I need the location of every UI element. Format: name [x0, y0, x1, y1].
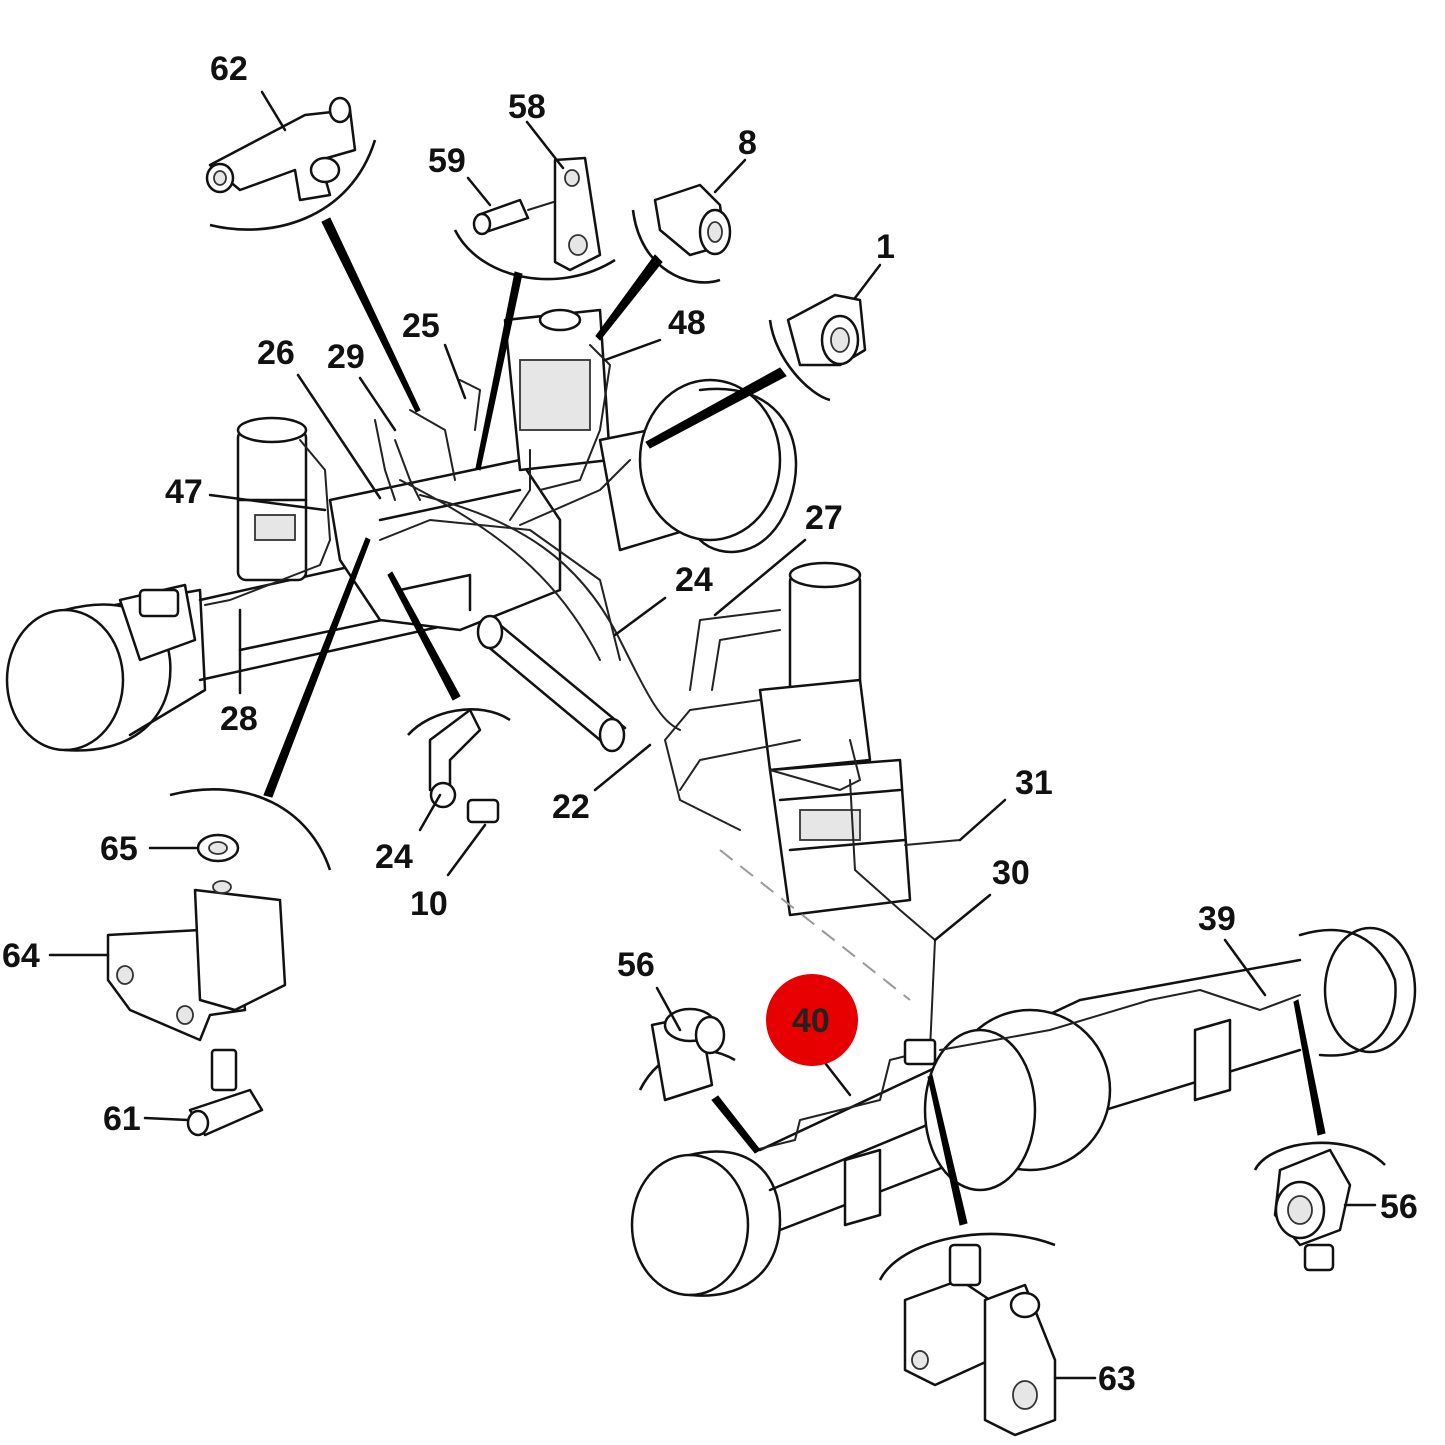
pump-valve-assembly — [664, 561, 961, 1051]
front-axle-assembly — [5, 308, 798, 753]
label-28: 28 — [220, 700, 258, 738]
rear-axle-assembly — [630, 926, 1417, 1297]
label-31: 31 — [1015, 764, 1053, 802]
label-48: 48 — [668, 304, 706, 342]
pointer-wedges — [263, 217, 1326, 1226]
label-61: 61 — [103, 1100, 141, 1138]
label-30: 30 — [992, 854, 1030, 892]
elbow-fitting-24-icon — [428, 708, 500, 824]
label-29: 29 — [327, 338, 365, 376]
highlight-marker — [766, 974, 858, 1066]
label-1: 1 — [876, 228, 895, 266]
label-40: 40 — [792, 1002, 830, 1040]
pin-59-icon — [472, 198, 561, 236]
label-22: 22 — [552, 788, 590, 826]
front-hose-routing — [204, 344, 681, 731]
label-39: 39 — [1198, 900, 1236, 938]
tee-61-icon — [186, 1048, 264, 1137]
label-27: 27 — [805, 499, 843, 537]
bracket-64-icon — [106, 880, 287, 1042]
plate-58-icon — [553, 156, 602, 272]
label-63: 63 — [1098, 1360, 1136, 1398]
label-58: 58 — [508, 88, 546, 126]
detail-bubbles — [169, 139, 1386, 1281]
block-bracket-63-icon — [903, 1243, 1057, 1437]
nut-65-icon — [196, 833, 240, 863]
label-56-left: 56 — [617, 946, 655, 984]
label-64: 64 — [2, 937, 40, 975]
leader-lines — [48, 90, 1377, 1380]
elbow-56-right-icon — [1273, 1148, 1352, 1272]
label-8: 8 — [738, 124, 757, 162]
label-65: 65 — [100, 830, 138, 868]
switch-56-left-icon — [650, 1007, 726, 1102]
label-56-right: 56 — [1380, 1188, 1418, 1226]
label-24-upper: 24 — [675, 561, 713, 599]
part-number-labels: 62 58 59 8 1 25 48 26 29 47 27 24 28 22 … — [2, 50, 1418, 1398]
tee-fitting-62-icon — [205, 96, 357, 202]
label-25: 25 — [402, 307, 440, 345]
label-10: 10 — [410, 885, 448, 923]
label-47: 47 — [165, 473, 203, 511]
fitting-1-icon — [786, 293, 867, 367]
label-26: 26 — [257, 334, 295, 372]
label-24-lower: 24 — [375, 838, 413, 876]
fitting-8-icon — [653, 183, 732, 257]
label-59: 59 — [428, 142, 466, 180]
label-62: 62 — [210, 50, 248, 88]
